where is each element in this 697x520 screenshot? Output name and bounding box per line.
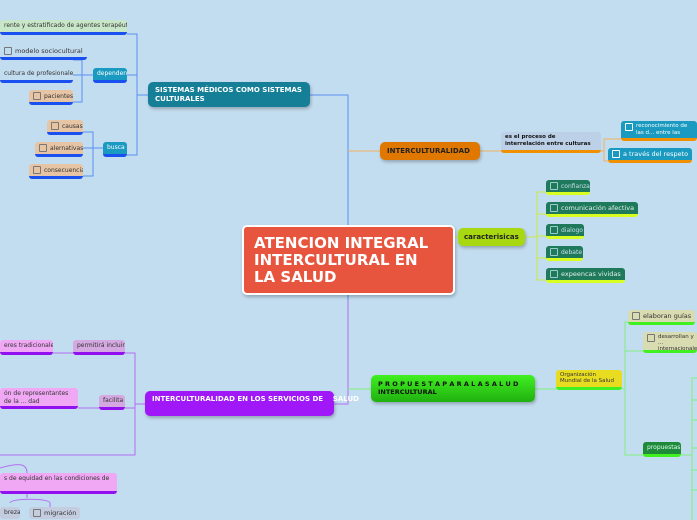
label: migración (44, 509, 77, 517)
label: alernativas (50, 145, 83, 152)
label: reconocimiento de las d... entre las per… (636, 123, 688, 141)
node-confianza[interactable]: confianza (546, 180, 590, 195)
node-migracion[interactable]: migración (29, 507, 81, 519)
checkbox-icon (632, 312, 640, 320)
node-elaboran-guias[interactable]: elaboran guías (628, 310, 696, 325)
node-definicion[interactable]: es el proceso de interrelación entre cul… (501, 132, 601, 153)
node-dependen[interactable]: dependen (93, 68, 127, 83)
topic-sistemas-medicos[interactable]: SISTEMAS MÉDICOS COMO SISTEMAS CULTURALE… (148, 82, 310, 107)
node-pacientes[interactable]: pacientes (29, 90, 73, 105)
label: consecuencia (44, 167, 83, 174)
checkbox-icon (550, 270, 558, 278)
node-respeto[interactable]: a través del respeto (608, 148, 693, 163)
topic-propuesta[interactable]: P R O P U E S T A P A R A L A S A L U D … (371, 375, 535, 402)
topic-caracteristicas[interactable]: caracterisicas (458, 228, 525, 246)
label: elaboran guías (643, 312, 692, 320)
node-modelo-sociocultural[interactable]: modelo sociocultural (0, 45, 87, 60)
topic-servicios-salud[interactable]: INTERCULTURALIDAD EN LOS SERVICIOS DE SA… (145, 391, 359, 416)
checkbox-icon (550, 226, 558, 234)
node-facilita[interactable]: facilita (99, 395, 125, 410)
checkbox-icon (550, 182, 558, 190)
label: desarrollan y ... internacionales (658, 334, 697, 352)
checkbox-icon (39, 144, 47, 152)
checkbox-icon (33, 166, 41, 174)
node-cultura-profesionales[interactable]: cultura de profesionales (0, 68, 73, 83)
checkbox-icon (625, 123, 633, 131)
checkbox-icon (550, 204, 558, 212)
checkbox-icon (33, 509, 41, 517)
label: causas (62, 123, 83, 130)
topic-interculturalidad[interactable]: INTERCULTURALIDAD (380, 142, 480, 160)
node-alternativas[interactable]: alernativas (35, 142, 83, 157)
checkbox-icon (33, 92, 41, 100)
node-desarrollan[interactable]: desarrollan y ... internacionales (643, 332, 697, 353)
label: debate (561, 249, 583, 256)
label: dialogo (561, 227, 583, 234)
node-reconocimiento[interactable]: reconocimiento de las d... entre las per… (621, 121, 697, 141)
checkbox-icon (647, 334, 655, 342)
node-experiencias[interactable]: expeencas vividas (546, 268, 625, 283)
central-topic[interactable]: ATENCION INTEGRAL INTERCULTURAL EN LA SA… (242, 225, 455, 295)
node-busca[interactable]: busca (103, 142, 127, 157)
node-representantes[interactable]: ón de representantes de la ... dad (0, 388, 78, 409)
node-saberes-tradicionales[interactable]: eres tradicionales (0, 340, 53, 355)
node-oms[interactable]: Organización Mundial de la Salud (556, 370, 622, 390)
label: expeencas vividas (561, 270, 621, 278)
checkbox-icon (4, 47, 12, 55)
label: modelo sociocultural (15, 47, 83, 55)
node-propuestas[interactable]: propuestas (643, 442, 681, 457)
node-equidad[interactable]: s de equidad en las condiciones de (0, 473, 117, 494)
node-causas[interactable]: causas (47, 120, 83, 135)
checkbox-icon (612, 150, 620, 158)
node-pobreza[interactable]: breza (0, 507, 20, 519)
label: pacientes (44, 93, 73, 100)
checkbox-icon (51, 122, 59, 130)
label: comunicación afectiva (561, 204, 635, 212)
node-comunicacion[interactable]: comunicación afectiva (546, 202, 639, 217)
label: a través del respeto (623, 150, 689, 158)
label: confianza (561, 183, 590, 190)
node-agentes-terapeuticos[interactable]: rente y estratificado de agentes terapéu… (0, 20, 127, 35)
checkbox-icon (550, 248, 558, 256)
node-permitira-incluir[interactable]: permitirá incluir (73, 340, 125, 355)
node-consecuencia[interactable]: consecuencia (29, 164, 83, 179)
node-debate[interactable]: debate (546, 246, 583, 261)
node-dialogo[interactable]: dialogo (546, 224, 584, 239)
